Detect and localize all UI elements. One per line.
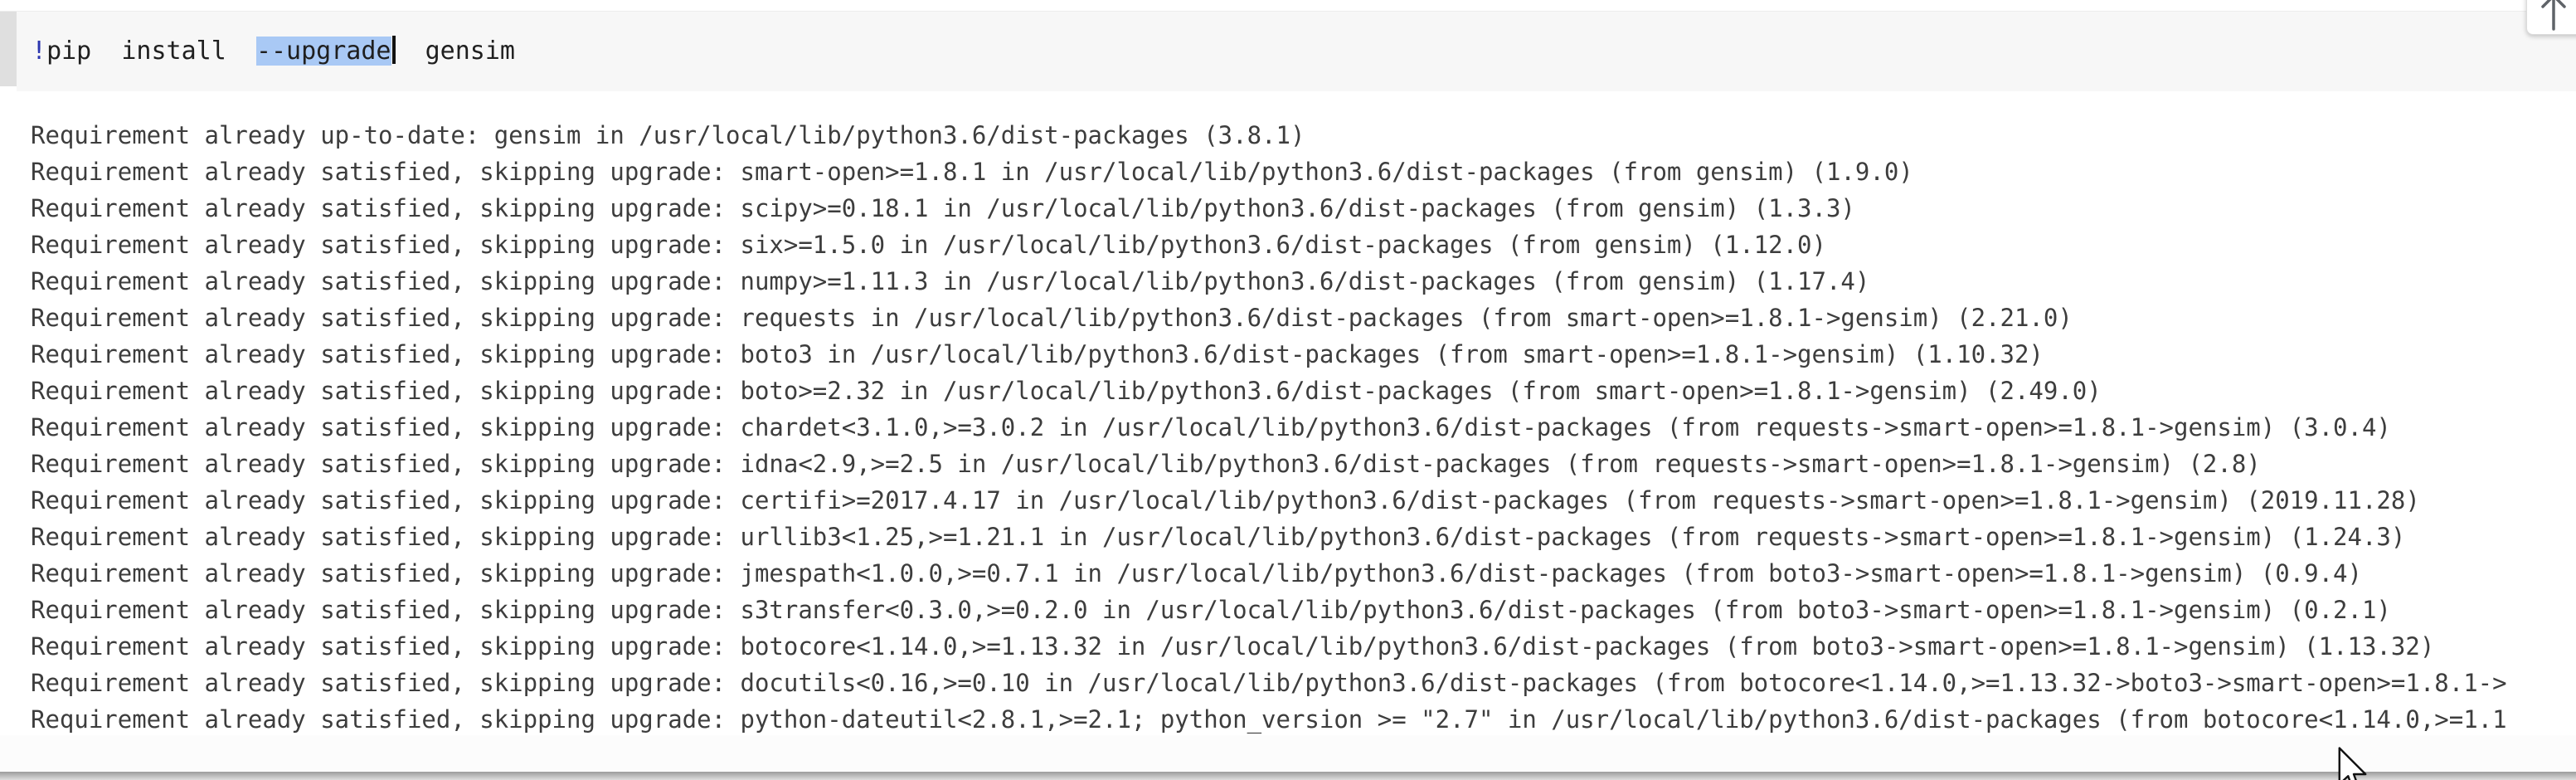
output-line: Requirement already satisfied, skipping … (31, 267, 1870, 295)
output-line: Requirement already up-to-date: gensim i… (31, 121, 1305, 149)
bottom-edge-shadow (0, 772, 2576, 780)
output-line: Requirement already satisfied, skipping … (31, 158, 1913, 186)
mouse-cursor-icon (2337, 747, 2370, 780)
code-cell[interactable]: !pip install --upgrade gensim (17, 12, 2576, 91)
text-cursor (391, 36, 396, 64)
cell-gutter (0, 12, 17, 86)
output-line: Requirement already satisfied, skipping … (31, 304, 2073, 332)
output-line: Requirement already satisfied, skipping … (31, 486, 2420, 514)
output-line: Requirement already satisfied, skipping … (31, 632, 2435, 661)
code-text-after-selection: gensim (395, 37, 515, 66)
output-line: Requirement already satisfied, skipping … (31, 340, 2044, 368)
shell-bang-token: ! (32, 37, 47, 66)
output-line: Requirement already satisfied, skipping … (31, 450, 2261, 478)
output-line: Requirement already satisfied, skipping … (31, 596, 2391, 624)
code-text-before-selection: pip install (46, 37, 256, 66)
cell-toolbar (2526, 0, 2576, 35)
output-line: Requirement already satisfied, skipping … (31, 194, 1855, 222)
move-cell-up-button[interactable] (2527, 0, 2576, 34)
selected-text: --upgrade (255, 37, 391, 66)
output-line: Requirement already satisfied, skipping … (31, 377, 2102, 405)
output-line: Requirement already satisfied, skipping … (31, 231, 1826, 259)
output-line: Requirement already satisfied, skipping … (31, 669, 2507, 697)
output-line: Requirement already satisfied, skipping … (31, 413, 2391, 441)
horizontal-scrollbar[interactable] (0, 735, 2576, 770)
code-editor-line[interactable]: !pip install --upgrade gensim (32, 35, 515, 101)
pip-install-output: Requirement already up-to-date: gensim i… (31, 117, 2576, 738)
output-line: Requirement already satisfied, skipping … (31, 705, 2507, 734)
output-line: Requirement already satisfied, skipping … (31, 559, 2362, 587)
output-line: Requirement already satisfied, skipping … (31, 523, 2406, 551)
cell-top-border (0, 11, 2576, 12)
